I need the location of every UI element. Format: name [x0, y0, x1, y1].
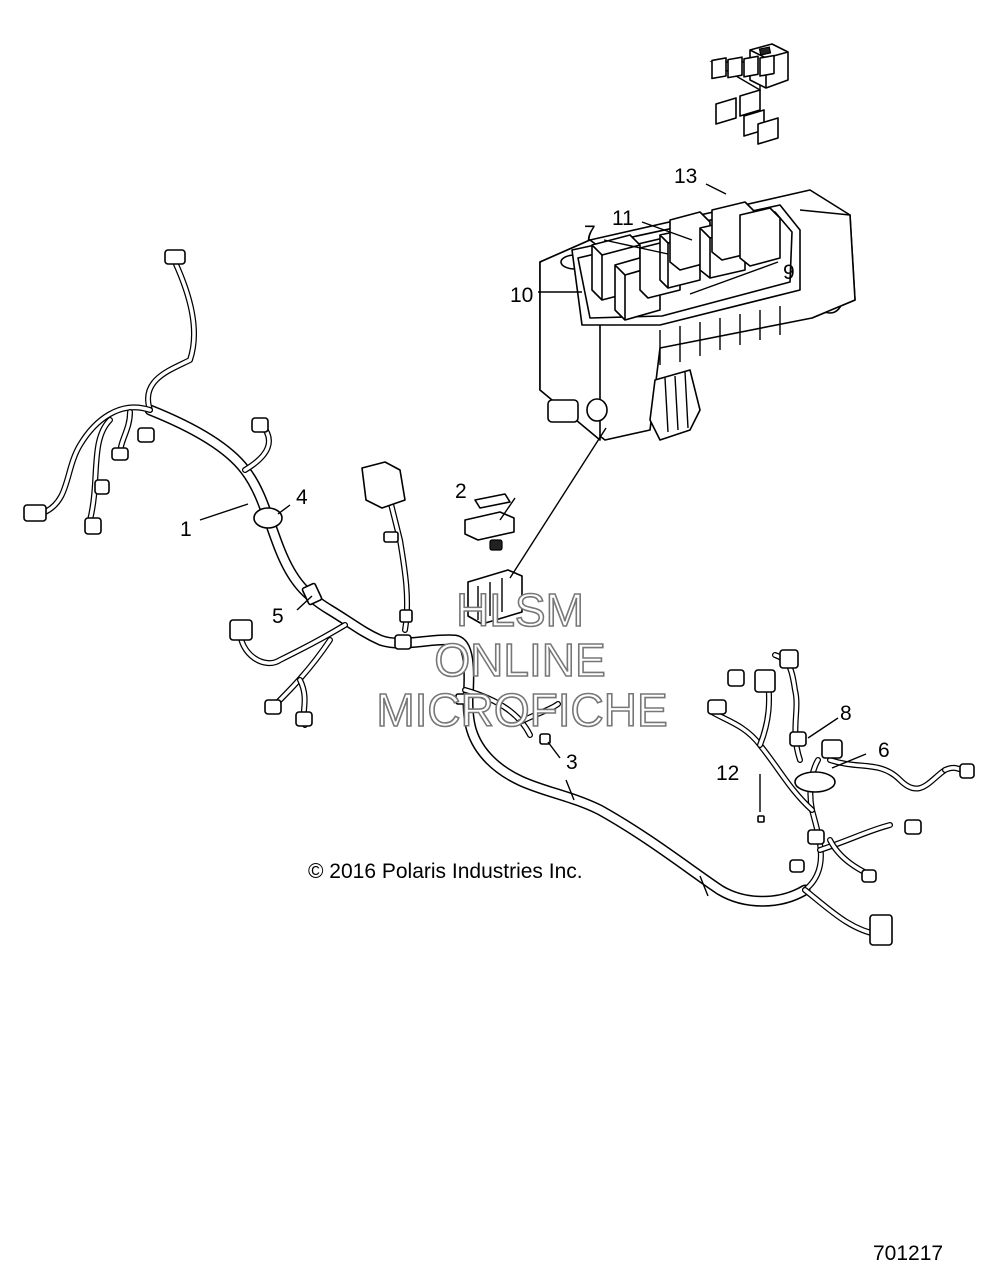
callout-8: 8 — [840, 702, 852, 725]
callout-6: 6 — [878, 739, 890, 762]
callout-1: 1 — [180, 518, 192, 541]
watermark-line-1: HLSM — [456, 584, 584, 636]
callout-leaders — [199, 183, 867, 812]
front-wiring-cluster — [707, 649, 975, 946]
copyright-notice: © 2016 Polaris Industries Inc. — [308, 860, 583, 883]
callout-2: 2 — [455, 480, 467, 503]
watermark-line-3: MICROFICHE — [376, 684, 667, 736]
callout-9: 9 — [783, 261, 795, 284]
callout-13: 13 — [674, 165, 697, 188]
main-wiring-harness — [23, 249, 811, 907]
leader-line-fusebox — [509, 427, 607, 579]
callout-3: 3 — [566, 751, 578, 774]
watermark-line-2: ONLINE — [434, 634, 605, 686]
watermark: HLSM ONLINE MICROFICHE — [376, 583, 669, 737]
callout-11: 11 — [612, 207, 634, 230]
callout-numbers: 1 2 3 4 5 6 7 8 9 10 11 12 13 — [180, 165, 890, 785]
callout-5: 5 — [272, 605, 284, 628]
callout-12: 12 — [716, 762, 739, 785]
figure-number: 701217 — [873, 1242, 944, 1265]
callout-4: 4 — [296, 486, 308, 509]
callout-7: 7 — [584, 222, 596, 245]
relay-module-part — [464, 493, 523, 625]
callout-10: 10 — [510, 284, 533, 307]
fuse-box-assembly — [539, 54, 856, 441]
